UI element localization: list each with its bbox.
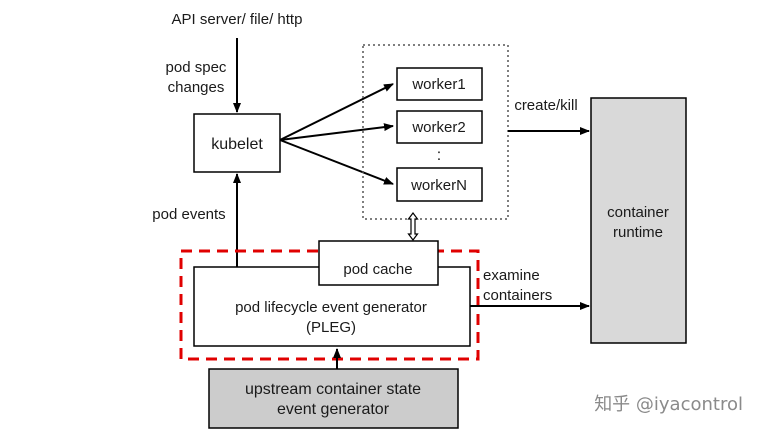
- worker2-box: [396, 110, 483, 144]
- workerN-label: workerN: [410, 177, 467, 194]
- examine-label-line1: examine: [483, 267, 540, 284]
- pod-cache-label: pod cache: [343, 261, 412, 278]
- pleg-label-line1: pod lifecycle event generator: [235, 299, 427, 316]
- container-runtime-label-line1: container: [607, 204, 669, 221]
- pleg-label-line2: (PLEG): [306, 319, 356, 336]
- source-label: API server/ file/ http: [172, 11, 303, 28]
- kubelet-box: [193, 113, 281, 173]
- container-runtime-label-line2: runtime: [613, 224, 663, 241]
- arrow-kubelet-to-worker2: [279, 123, 394, 141]
- arrow-kubelet-to-workerN: [279, 139, 394, 185]
- container-runtime-box: [590, 97, 687, 344]
- workerN-box: [396, 167, 483, 202]
- pod-spec-changes-label-line2: changes: [168, 79, 225, 96]
- pod-spec-changes-label-line1: pod spec: [166, 59, 227, 76]
- worker2-label: worker2: [411, 119, 465, 136]
- pod-events-label: pod events: [152, 206, 225, 223]
- arrow-kubelet-to-worker1: [279, 83, 394, 141]
- worker1-label: worker1: [411, 76, 465, 93]
- pod-cache-box: [318, 240, 439, 286]
- double-arrow-workers-pod-cache: [407, 212, 419, 241]
- watermark: 知乎 @iyacontrol: [594, 394, 743, 415]
- upstream-generator-box: [208, 368, 459, 429]
- kubelet-label: kubelet: [211, 136, 263, 153]
- worker-ellipsis: :: [437, 147, 441, 164]
- create-kill-label: create/kill: [514, 97, 577, 114]
- upstream-label-line1: upstream container state: [245, 381, 421, 398]
- upstream-label-line2: event generator: [277, 401, 390, 418]
- examine-label-line2: containers: [483, 287, 552, 304]
- worker1-box: [396, 67, 483, 101]
